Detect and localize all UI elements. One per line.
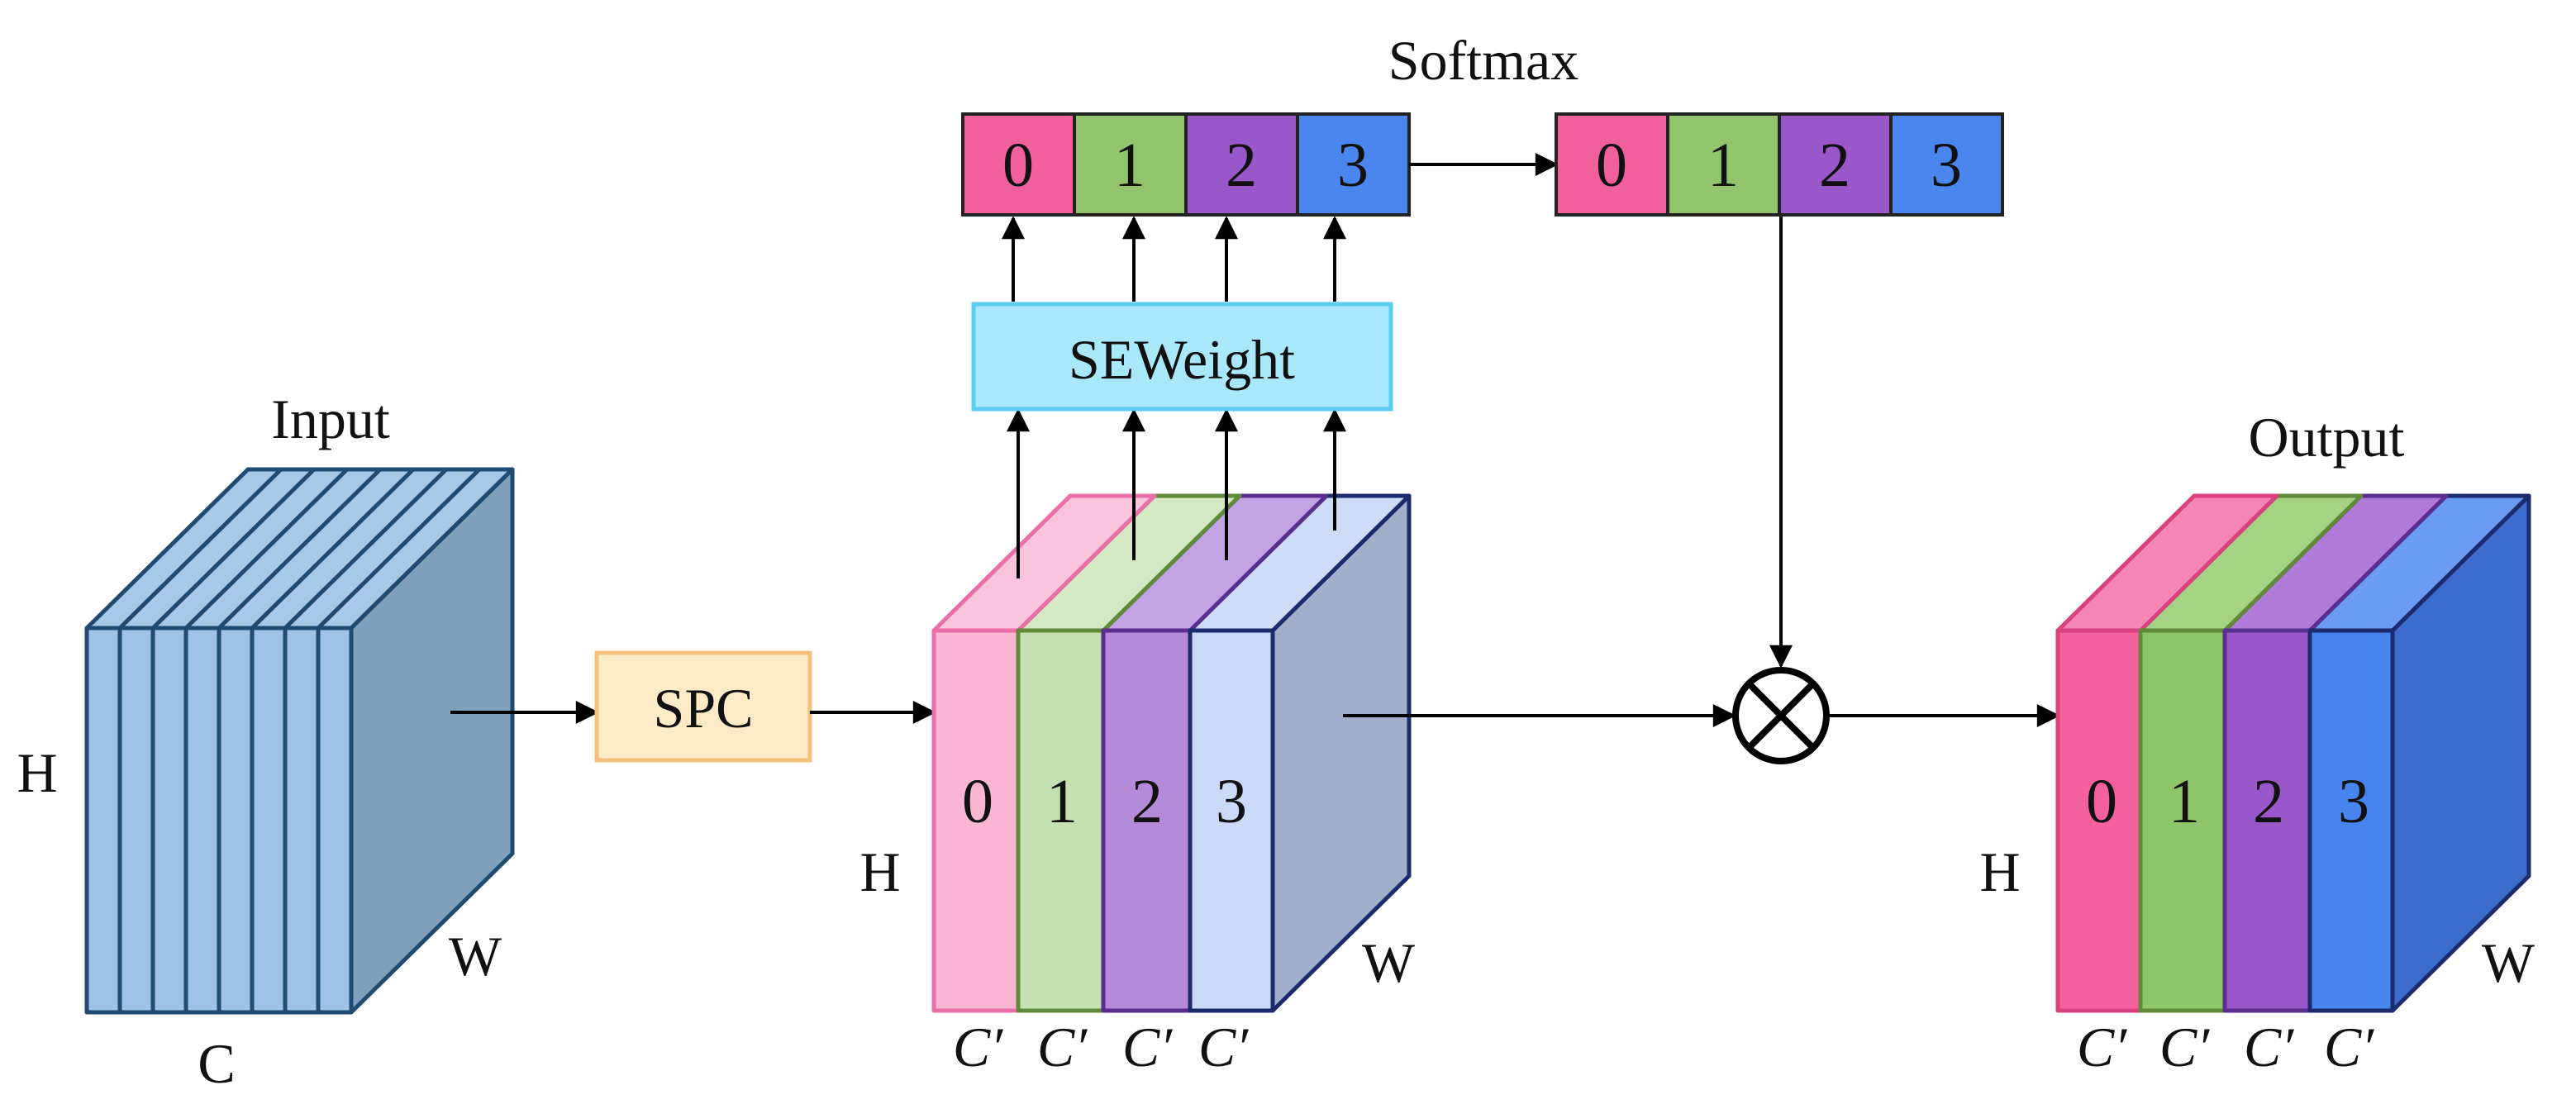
weight-cell-1-label: 1 bbox=[1114, 131, 1145, 200]
softmax-cell-2 bbox=[1778, 112, 1893, 217]
split-h-label: H bbox=[859, 840, 900, 903]
split-cprime-2: C′ bbox=[1122, 1016, 1173, 1078]
softmax-cell-0-label: 0 bbox=[1596, 131, 1627, 200]
split-slab-3 bbox=[1188, 628, 1275, 1013]
output-group-2: 2 bbox=[2253, 767, 2284, 836]
split-slab-0 bbox=[931, 628, 1021, 1013]
softmax-cell-3 bbox=[1889, 112, 2004, 217]
weight-cell-3 bbox=[1296, 112, 1411, 217]
split-cprime-0: C′ bbox=[953, 1016, 1003, 1078]
input-label: Input bbox=[271, 388, 390, 450]
split-cprime-1: C′ bbox=[1037, 1016, 1088, 1078]
weight-cell-0-label: 0 bbox=[1002, 131, 1034, 200]
output-group-3: 3 bbox=[2338, 767, 2369, 836]
input-w-label: W bbox=[449, 925, 502, 988]
output-slab-0 bbox=[2055, 628, 2143, 1013]
softmax-cells bbox=[1555, 112, 2004, 217]
output-label: Output bbox=[2249, 406, 2405, 469]
seweight-box: SEWeight bbox=[971, 302, 1393, 412]
split-group-2: 2 bbox=[1131, 767, 1163, 836]
output-h-label: H bbox=[1979, 840, 2020, 903]
split-cube bbox=[931, 493, 1412, 1013]
output-slab-3 bbox=[2307, 628, 2395, 1013]
weight-cell-3-label: 3 bbox=[1337, 131, 1369, 200]
arrows-seweight-to-weights bbox=[1002, 216, 1346, 302]
split-group-0: 0 bbox=[962, 767, 993, 836]
multiply-icon bbox=[1732, 667, 1830, 764]
output-cprime-0: C′ bbox=[2077, 1016, 2127, 1078]
split-cprime-3: C′ bbox=[1198, 1016, 1249, 1078]
input-c-label: C bbox=[198, 1032, 235, 1095]
seweight-label: SEWeight bbox=[1069, 328, 1295, 391]
split-group-3: 3 bbox=[1216, 767, 1247, 836]
softmax-label: Softmax bbox=[1388, 29, 1578, 92]
output-cprime-1: C′ bbox=[2159, 1016, 2210, 1078]
output-group-0: 0 bbox=[2086, 767, 2117, 836]
weight-cell-0 bbox=[961, 112, 1076, 217]
softmax-cell-1 bbox=[1666, 112, 1781, 217]
softmax-cell-1-label: 1 bbox=[1707, 131, 1739, 200]
output-cprime-3: C′ bbox=[2324, 1016, 2374, 1078]
weight-cells bbox=[961, 112, 1411, 217]
weight-cell-2 bbox=[1184, 112, 1299, 217]
split-group-1: 1 bbox=[1046, 767, 1078, 836]
output-group-1: 1 bbox=[2169, 767, 2200, 836]
softmax-cell-2-label: 2 bbox=[1819, 131, 1850, 200]
input-h-label: H bbox=[17, 741, 57, 804]
input-channel-lines bbox=[117, 468, 481, 1012]
output-slab-2 bbox=[2222, 628, 2312, 1013]
spc-box: SPC bbox=[594, 650, 812, 763]
spc-label: SPC bbox=[654, 677, 754, 740]
weight-cell-1 bbox=[1073, 112, 1188, 217]
weight-cell-2-label: 2 bbox=[1226, 131, 1257, 200]
output-slab-1 bbox=[2138, 628, 2227, 1013]
split-slab-1 bbox=[1016, 628, 1106, 1013]
input-cube bbox=[84, 467, 515, 1015]
softmax-cell-3-label: 3 bbox=[1931, 131, 1962, 200]
output-cube bbox=[2055, 493, 2531, 1013]
output-w-label: W bbox=[2482, 931, 2536, 994]
softmax-cell-0 bbox=[1555, 112, 1669, 217]
arrows-split-to-seweight bbox=[1007, 408, 1346, 578]
output-cprime-2: C′ bbox=[2244, 1016, 2294, 1078]
split-w-label: W bbox=[1362, 931, 1416, 994]
